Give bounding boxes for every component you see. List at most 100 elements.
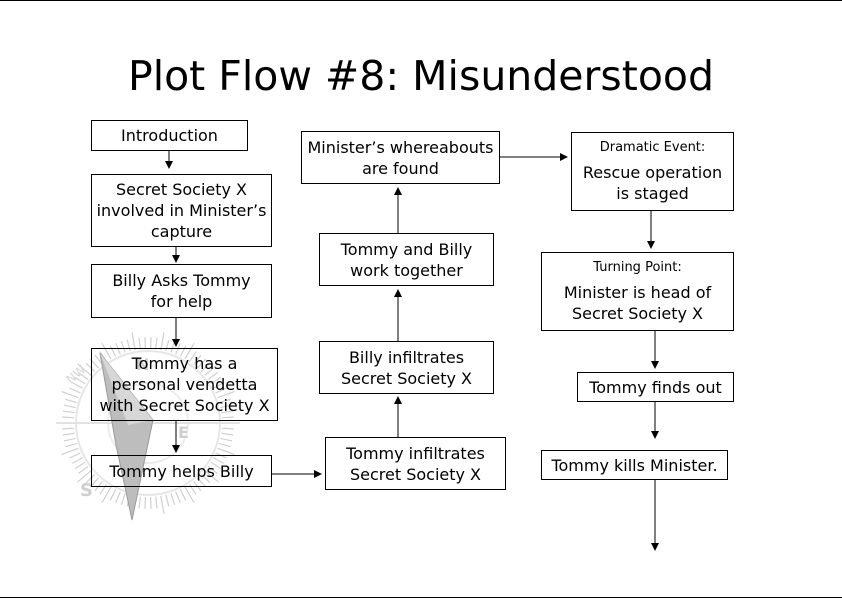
compass-tick	[197, 358, 206, 369]
compass-tick	[62, 427, 75, 430]
box-text-line: personal vendetta	[111, 375, 258, 394]
compass-tick	[120, 341, 126, 353]
compass-tick	[207, 466, 218, 474]
box-text-line: Secret Society X	[349, 464, 482, 484]
compass-tick	[207, 372, 218, 380]
top-rule	[0, 0, 842, 1]
compass-tick	[197, 477, 206, 488]
compass-tick	[74, 461, 86, 470]
compass-tick	[120, 493, 126, 505]
compass-tick	[218, 398, 231, 404]
compass-tick	[78, 372, 89, 380]
compass-tick	[165, 494, 170, 507]
compass-tick	[210, 376, 222, 385]
box-text-line: with Secret Society X	[99, 396, 270, 415]
compass-tick	[101, 486, 112, 503]
compass-tick	[221, 427, 234, 430]
compass-tick	[63, 437, 76, 442]
compass-tick	[210, 461, 222, 470]
box-text-line: Tommy has a	[131, 354, 238, 373]
box-text-line: Introduction	[121, 126, 218, 145]
box-tommy-helps-billy: Tommy helps Billy	[91, 455, 272, 487]
slide-title: Plot Flow #8: Misunderstood	[127, 52, 715, 100]
box-text-line: Tommy finds out	[589, 377, 722, 397]
compass-tick	[77, 470, 92, 483]
box-text-line: Secret Society X	[571, 303, 704, 323]
compass-tick	[213, 457, 225, 464]
box-text-line: is staged	[616, 183, 689, 203]
compass-needle-icon	[99, 352, 154, 521]
compass-tick	[94, 354, 103, 366]
compass-tick	[184, 486, 195, 503]
compass-tick	[109, 345, 117, 357]
box-text-line: Secret Society X	[340, 368, 473, 388]
compass-tick	[109, 489, 117, 501]
box-text-line: are found	[362, 158, 439, 178]
box-text-line: Tommy helps Billy	[109, 461, 254, 481]
compass-tick	[69, 452, 81, 459]
box-text-line: capture	[150, 222, 213, 241]
box-text-line: Minister is head of	[563, 282, 712, 302]
box-text-line: Billy infiltrates	[348, 347, 465, 367]
compass-tick	[200, 362, 211, 373]
compass-tick	[61, 390, 79, 399]
compass-tick	[179, 345, 187, 357]
compass-tick	[221, 432, 234, 436]
box-header: Dramatic Event:	[599, 139, 706, 155]
compass-tick	[71, 382, 83, 389]
compass-tick	[138, 496, 141, 509]
compass-tick	[115, 491, 121, 503]
compass-tick	[170, 493, 176, 505]
compass-tick	[217, 447, 235, 456]
compass-tick	[85, 473, 96, 484]
compass-tick	[184, 343, 195, 360]
compass-tick	[220, 404, 233, 409]
box-text-line: Minister’s whereabouts	[307, 137, 494, 157]
compass-tick	[61, 447, 79, 456]
compass-tick	[155, 337, 158, 350]
compass-tick	[204, 363, 219, 376]
compass-tick	[200, 473, 211, 484]
compass-tick	[221, 410, 234, 414]
compass-tick	[62, 432, 75, 436]
box-text-line: Rescue operation	[582, 162, 723, 182]
box-text-line: Tommy infiltrates	[346, 443, 485, 463]
compass-tick	[204, 470, 219, 483]
compass-tick	[138, 337, 141, 350]
compass-tick	[74, 376, 86, 385]
compass-tick	[215, 387, 227, 394]
compass-tick	[155, 496, 158, 509]
bottom-rule	[0, 597, 842, 598]
compass-tick	[71, 457, 83, 464]
box-tommy-kills-minister: Tommy kills Minister.	[541, 450, 728, 480]
compass-tick	[126, 339, 131, 352]
compass-tick	[62, 416, 75, 419]
box-text-line: Tommy and Billy	[340, 239, 473, 259]
compass-tick	[160, 495, 165, 514]
compass-tick	[85, 362, 96, 373]
compass-tick	[160, 332, 165, 351]
box-text-line: work together	[350, 260, 463, 280]
compass-letter-e: E	[178, 423, 189, 442]
compass-tick	[188, 483, 197, 495]
box-text-line: Billy Asks Tommy	[112, 271, 251, 290]
compass-tick	[193, 354, 202, 366]
compass-tick	[69, 387, 81, 394]
compass-tick	[62, 410, 75, 414]
box-introduction: Introduction	[91, 120, 248, 151]
compass-tick	[101, 343, 112, 360]
compass-tick	[165, 339, 170, 352]
compass-letter-n: N	[136, 355, 149, 374]
box-personal-vendetta: Tommy has a personal vendetta with Secret …	[91, 348, 278, 421]
compass-tick	[221, 416, 234, 419]
compass-tick	[217, 390, 235, 399]
box-text-line: involved in Minister’s	[96, 201, 267, 220]
compass-tick	[77, 363, 92, 376]
